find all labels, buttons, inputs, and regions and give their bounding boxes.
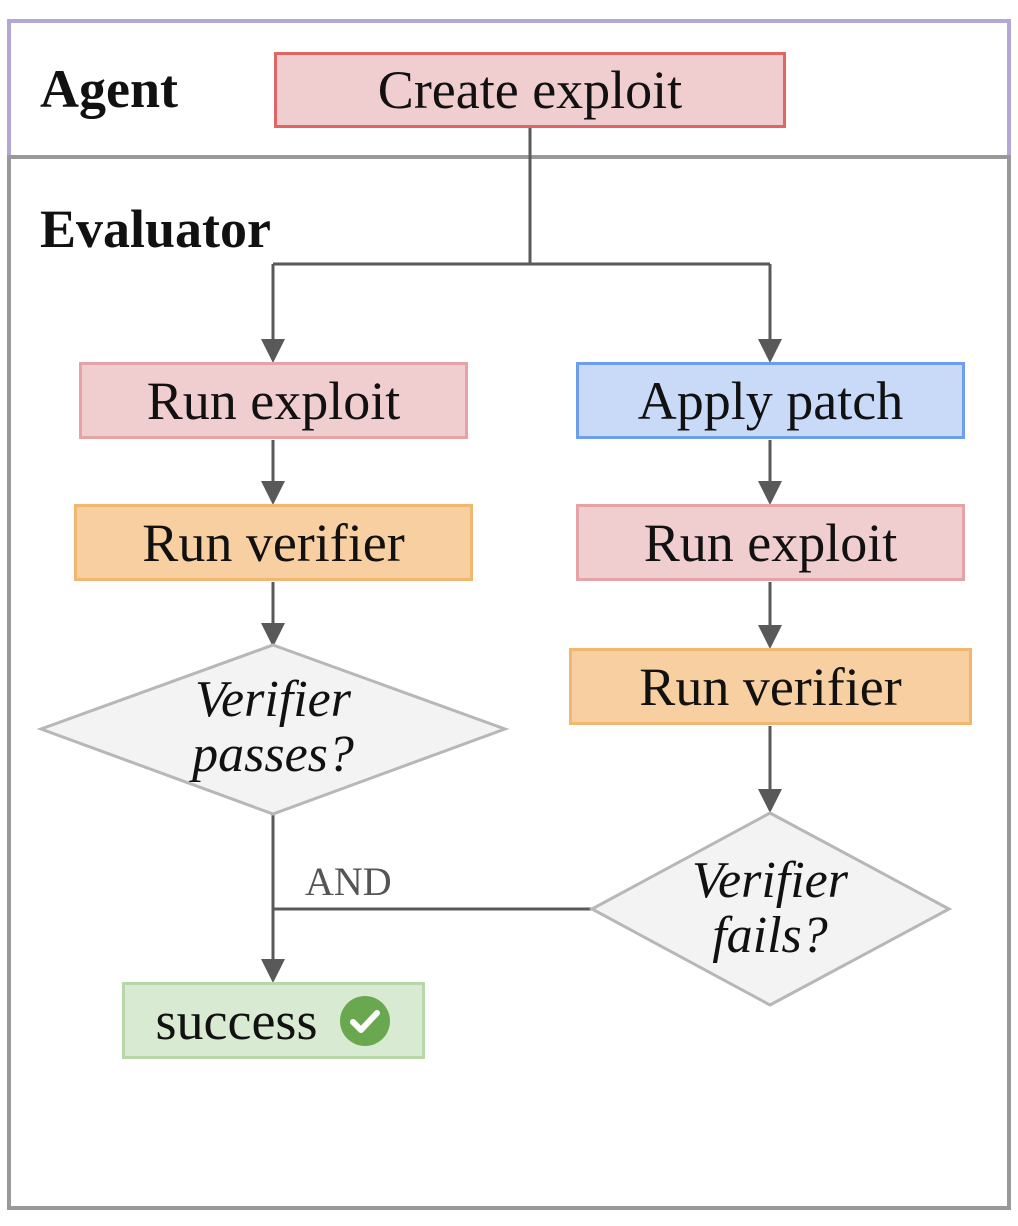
verifier-fails-line2: fails? xyxy=(712,907,828,964)
left-run-verifier-box: Run verifier xyxy=(74,504,473,581)
verifier-passes-line1: Verifier xyxy=(195,671,351,728)
agent-lane-label: Agent xyxy=(40,59,178,119)
evaluator-lane xyxy=(7,155,1011,1210)
left-run-exploit-box: Run exploit xyxy=(79,362,468,439)
verifier-fails-text: Verifier fails? xyxy=(660,853,880,963)
left-run-verifier-label: Run verifier xyxy=(142,512,405,573)
left-run-exploit-label: Run exploit xyxy=(146,370,401,431)
verifier-fails-diamond xyxy=(588,811,953,1007)
right-run-verifier-label: Run verifier xyxy=(639,656,902,717)
verifier-passes-diamond xyxy=(36,643,510,816)
check-circle-icon xyxy=(339,995,391,1047)
success-box: success xyxy=(122,982,425,1059)
verifier-passes-text: Verifier passes? xyxy=(163,672,383,782)
right-run-exploit-label: Run exploit xyxy=(643,512,898,573)
apply-patch-label: Apply patch xyxy=(637,370,904,431)
and-edge-label: AND xyxy=(305,859,392,904)
create-exploit-label: Create exploit xyxy=(377,60,683,120)
apply-patch-box: Apply patch xyxy=(576,362,965,439)
right-run-exploit-box: Run exploit xyxy=(576,504,965,581)
agent-lane xyxy=(7,19,1011,158)
success-label: success xyxy=(155,990,318,1051)
right-run-verifier-box: Run verifier xyxy=(569,648,972,725)
create-exploit-box: Create exploit xyxy=(274,52,786,128)
verifier-fails-line1: Verifier xyxy=(692,852,848,909)
verifier-passes-line2: passes? xyxy=(192,726,354,783)
evaluator-lane-label: Evaluator xyxy=(40,199,272,259)
